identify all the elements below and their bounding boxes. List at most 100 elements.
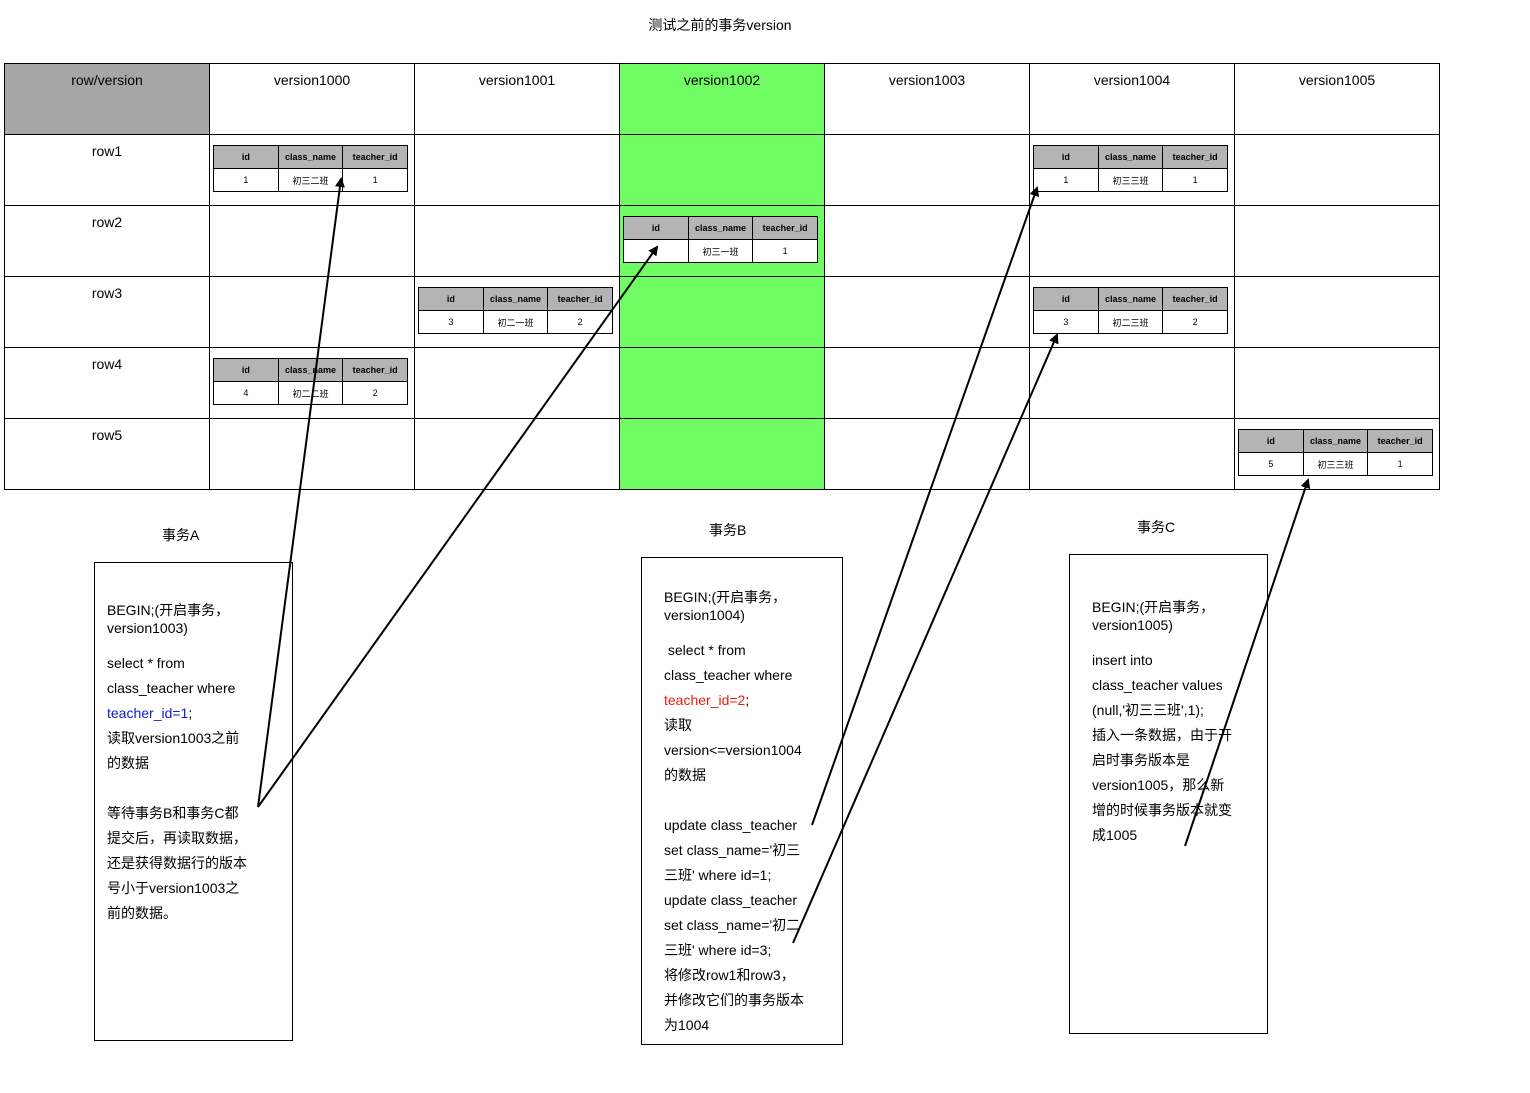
- transaction-c-line: 增的时候事务版本就变: [1092, 802, 1232, 818]
- grid-cell: [414, 205, 620, 277]
- record-header-cell: id: [213, 358, 279, 382]
- transaction-b-line: update class_teacher: [664, 817, 798, 833]
- transaction-a-box: BEGIN;(开启事务，version1003) select * from c…: [94, 562, 293, 1041]
- record-header-cell: class_name: [1097, 287, 1164, 311]
- transaction-c-line: version1005，那么新: [1092, 777, 1225, 793]
- transaction-a-line: 等待事务B和事务C都: [107, 805, 239, 821]
- record-value-cell: 初三二班: [277, 168, 344, 192]
- transaction-b-line: 三班' where id=1;: [664, 867, 772, 883]
- record-header-cell: id: [1238, 429, 1304, 453]
- transaction-b-line: select * from: [664, 642, 746, 658]
- transaction-a-line: 还是获得数据行的版本: [107, 855, 247, 871]
- record-value-cell: 2: [1162, 310, 1228, 334]
- grid-header-row: row/version version1000 version1001 vers…: [4, 63, 1440, 135]
- transaction-a-line: class_teacher where: [107, 680, 236, 696]
- transaction-b-line: class_teacher where: [664, 667, 793, 683]
- record-header-cell: class_name: [277, 358, 344, 382]
- record-value-cell: 3: [1033, 310, 1099, 334]
- transaction-a-line: 读取version1003之前: [107, 730, 240, 746]
- grid-cell: [1029, 418, 1235, 490]
- record-header-cell: id: [1033, 287, 1099, 311]
- transaction-c-box: BEGIN;(开启事务，version1005) insert into cla…: [1069, 554, 1268, 1034]
- grid-cell: [824, 276, 1030, 348]
- version-grid: row/version version1000 version1001 vers…: [4, 63, 1440, 490]
- record-value-cell: 1: [752, 239, 818, 263]
- record-header-cell: class_name: [1097, 145, 1164, 169]
- grid-cell: [209, 276, 415, 348]
- version-header: version1004: [1029, 63, 1235, 135]
- record-header-cell: id: [418, 287, 484, 311]
- transaction-b-label: 事务B: [709, 522, 747, 538]
- transaction-b-line: 为1004: [664, 1017, 710, 1033]
- record-header-cell: class_name: [1302, 429, 1369, 453]
- record-header-cell: class_name: [277, 145, 344, 169]
- transaction-a-line: 提交后，再读取数据，: [107, 830, 247, 846]
- version-header: version1003: [824, 63, 1030, 135]
- record-header-cell: class_name: [482, 287, 549, 311]
- record-value-cell: 初三一班: [687, 239, 754, 263]
- version-header: version1001: [414, 63, 620, 135]
- record-value-cell: 初二三班: [1097, 310, 1164, 334]
- row-label: row3: [4, 276, 210, 348]
- row-label: row2: [4, 205, 210, 277]
- transaction-b-line: set class_name='初二: [664, 917, 801, 933]
- transaction-c-line: 成1005: [1092, 827, 1138, 843]
- record-header-cell: id: [213, 145, 279, 169]
- grid-cell: [1234, 134, 1440, 206]
- transaction-b-line: 读取: [664, 717, 692, 733]
- condition-highlight: teacher_id=2: [664, 692, 746, 708]
- grid-cell: [619, 418, 825, 490]
- grid-cell: [619, 134, 825, 206]
- grid-cell: [824, 418, 1030, 490]
- transaction-b-box: BEGIN;(开启事务，version1004) select * from c…: [641, 557, 843, 1045]
- transaction-b-condition: teacher_id=2;: [664, 692, 750, 708]
- record-header-cell: teacher_id: [1367, 429, 1433, 453]
- record-value-cell: 1: [1033, 168, 1099, 192]
- transaction-b-begin: BEGIN;(开启事务，version1004): [664, 589, 787, 623]
- transaction-b-line: update class_teacher: [664, 892, 798, 908]
- grid-cell: [824, 347, 1030, 419]
- transaction-b-line: version<=version1004: [664, 742, 802, 758]
- record-value-cell: 1: [1162, 168, 1228, 192]
- version-header-highlighted: version1002: [619, 63, 825, 135]
- row-label: row4: [4, 347, 210, 419]
- grid-cell: [619, 347, 825, 419]
- version-header: version1000: [209, 63, 415, 135]
- record-value-cell: 3: [418, 310, 484, 334]
- grid-cell: [1234, 205, 1440, 277]
- transaction-c-line: class_teacher values: [1092, 677, 1223, 693]
- record-header-cell: teacher_id: [1162, 145, 1228, 169]
- record-header-cell: teacher_id: [752, 216, 818, 240]
- record-value-cell: 4: [213, 381, 279, 405]
- grid-cell: [414, 134, 620, 206]
- record-header-cell: id: [1033, 145, 1099, 169]
- grid-cell: [414, 418, 620, 490]
- transaction-c-begin: BEGIN;(开启事务，version1005): [1092, 599, 1215, 633]
- transaction-a-condition: teacher_id=1;: [107, 705, 193, 721]
- record-value-cell: 初二二班: [277, 381, 344, 405]
- grid-cell: [824, 205, 1030, 277]
- grid-cell: [209, 418, 415, 490]
